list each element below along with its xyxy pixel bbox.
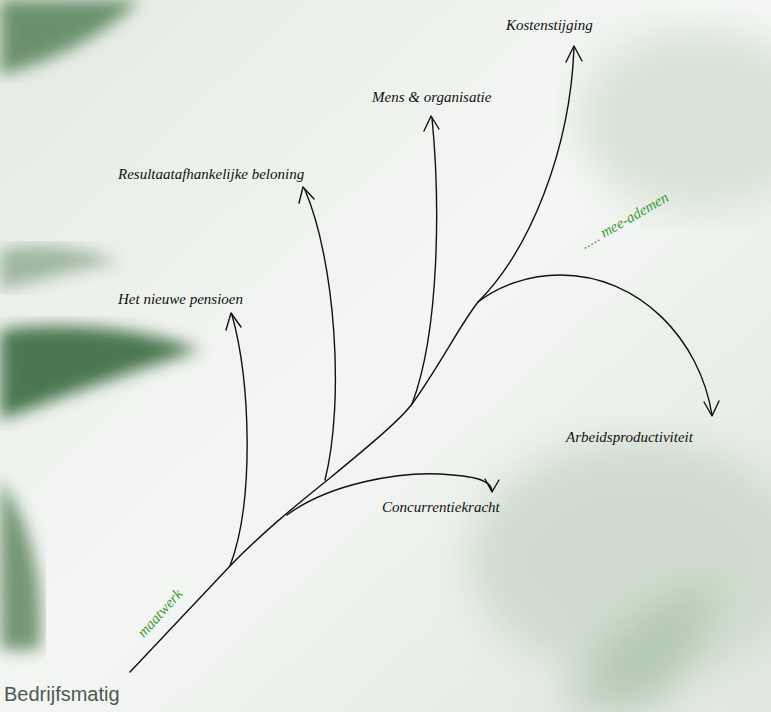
branch-line	[230, 315, 247, 566]
branch-label: Arbeidsproductiviteit	[566, 428, 693, 446]
stem-label: ..... mee-ademen	[578, 188, 672, 253]
branch-label: Kostenstijging	[506, 16, 593, 34]
branch-label: Het nieuwe pensioen	[118, 290, 243, 308]
arrow-head	[299, 187, 314, 203]
branch-line	[478, 48, 574, 302]
stem-label: maatwerk	[133, 585, 186, 641]
branch-label: Resultaatafhankelijke beloning	[118, 165, 304, 183]
arrow-head	[704, 401, 719, 416]
arrow-head	[566, 46, 582, 62]
main-stem	[130, 275, 712, 672]
arrow-head	[226, 313, 241, 330]
branch-line	[412, 118, 437, 404]
arrow-head	[424, 116, 439, 131]
branch-line	[305, 190, 335, 480]
section-title: Bedrijfsmatig	[4, 682, 120, 706]
branch-label: Mens & organisatie	[372, 88, 491, 106]
arrow-head	[485, 479, 499, 492]
branch-label: Concurrentiekracht	[382, 498, 500, 516]
